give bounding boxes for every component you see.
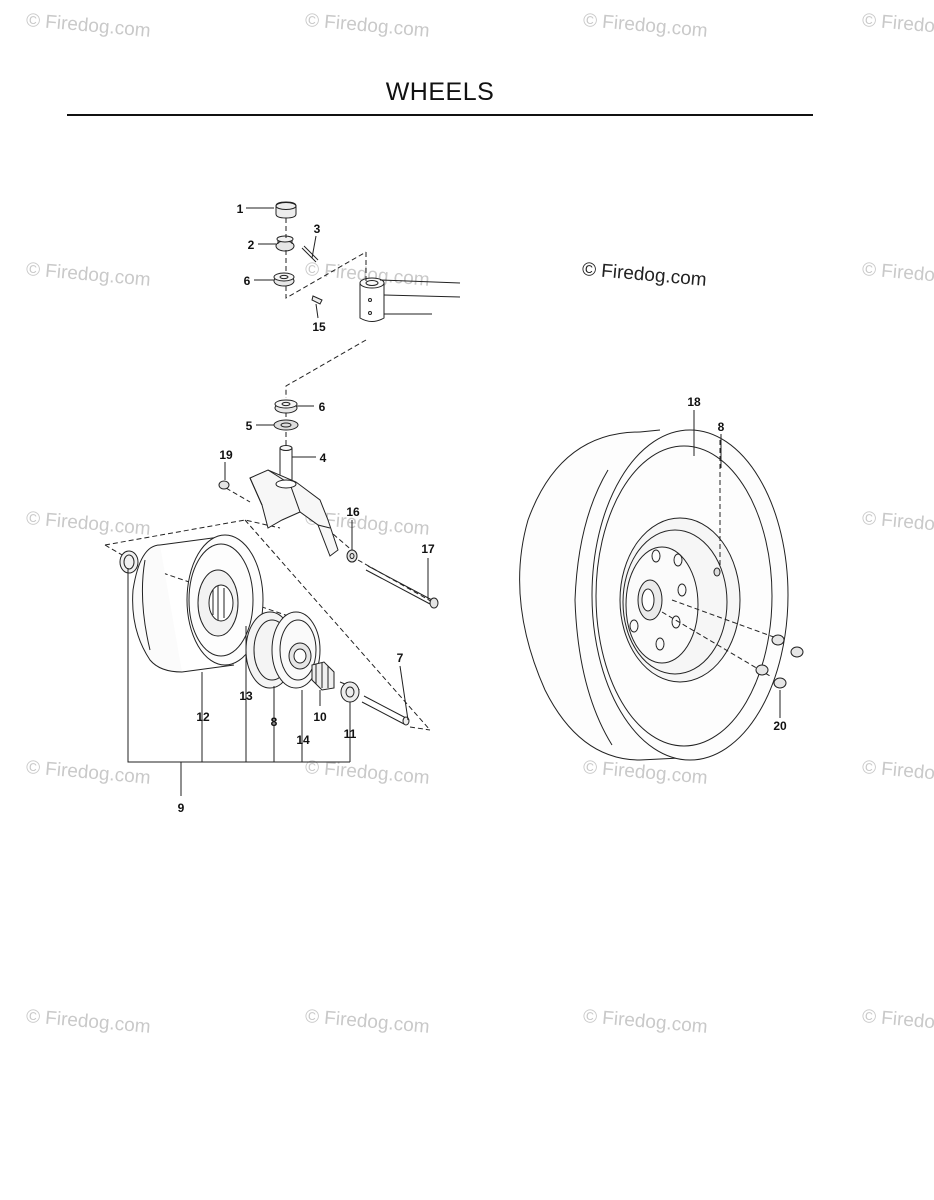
rear-guide-lines xyxy=(661,440,783,677)
callout-18: 18 xyxy=(687,395,701,409)
grease-fitting-part xyxy=(311,295,323,305)
callout-8: 8 xyxy=(718,420,725,434)
thrust-washer-part xyxy=(273,419,299,431)
rim-half-part xyxy=(245,611,321,689)
callout-leaders xyxy=(127,207,781,796)
page-title: WHEELS xyxy=(385,78,495,106)
callout-3: 3 xyxy=(314,222,321,236)
callout-1: 1 xyxy=(237,202,244,216)
callout-4: 4 xyxy=(320,451,327,465)
callout-10: 10 xyxy=(313,710,327,724)
callout-6: 6 xyxy=(244,274,251,288)
bearing-sleeve-part xyxy=(311,661,335,691)
callout-11: 11 xyxy=(344,727,357,741)
callout-9: 9 xyxy=(178,801,185,815)
rear-rim-part xyxy=(619,517,741,683)
washer-small-part xyxy=(346,549,358,563)
callout-16: 16 xyxy=(346,505,360,519)
callout-19: 19 xyxy=(219,448,233,462)
callout-12: 12 xyxy=(196,710,210,724)
bearing-lower-part xyxy=(274,399,298,414)
callout-6: 6 xyxy=(319,400,326,414)
callout-17: 17 xyxy=(421,542,435,556)
axle-bolt-part xyxy=(365,565,439,609)
callout-7: 7 xyxy=(397,651,404,665)
front-tire-part xyxy=(132,534,264,673)
castle-nut-part xyxy=(275,235,295,252)
callout-13: 13 xyxy=(239,689,253,703)
cotter-pin-part xyxy=(301,245,319,263)
dust-cap-part xyxy=(275,201,297,219)
callout-14: 14 xyxy=(296,733,310,747)
bolt-small-part xyxy=(218,480,230,490)
callout-15: 15 xyxy=(312,320,326,334)
spacer-part xyxy=(340,681,360,703)
bearing-upper-part xyxy=(273,272,295,287)
callout-2: 2 xyxy=(248,238,255,252)
caster-yoke-part xyxy=(249,445,339,557)
title-underline xyxy=(67,114,813,116)
callout-5: 5 xyxy=(246,419,253,433)
callout-8: 8 xyxy=(271,715,278,729)
callout-numbers: 1 2 3 6 15 6 5 4 19 16 17 7 12 13 8 10 1… xyxy=(178,202,787,815)
callout-20: 20 xyxy=(773,719,787,733)
lug-nuts-part xyxy=(755,634,804,689)
frame-tube-part xyxy=(359,277,461,322)
axle-part xyxy=(361,695,410,726)
seal-part xyxy=(119,550,139,574)
